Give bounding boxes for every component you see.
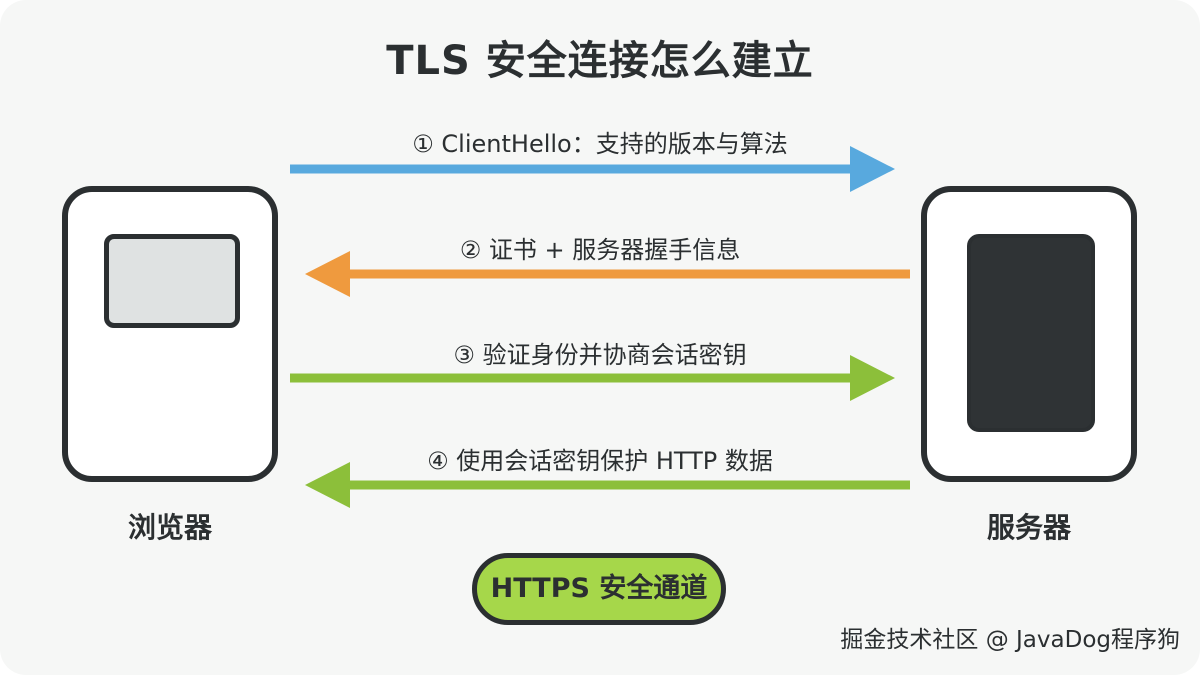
step-label-3: ③ 验证身份并协商会话密钥 xyxy=(453,341,747,369)
step-arrow-3 xyxy=(290,355,895,401)
step-arrow-4 xyxy=(305,462,910,508)
server-screen xyxy=(967,234,1095,432)
server-device-icon xyxy=(921,186,1137,482)
step-arrow-1 xyxy=(290,146,895,192)
watermark: 掘金技术社区 @ JavaDog程序狗 xyxy=(840,627,1180,653)
diagram-title: TLS 安全连接怎么建立 xyxy=(386,38,814,84)
browser-device-icon xyxy=(62,186,278,482)
step-label-1: ① ClientHello：支持的版本与算法 xyxy=(412,130,788,158)
https-channel-badge: HTTPS 安全通道 xyxy=(472,553,726,625)
step-label-4: ④ 使用会话密钥保护 HTTP 数据 xyxy=(427,447,773,475)
step-arrow-2 xyxy=(305,251,910,297)
browser-screen xyxy=(104,234,240,328)
server-label: 服务器 xyxy=(986,511,1071,544)
step-label-2: ② 证书 + 服务器握手信息 xyxy=(459,236,741,264)
browser-label: 浏览器 xyxy=(127,511,212,544)
